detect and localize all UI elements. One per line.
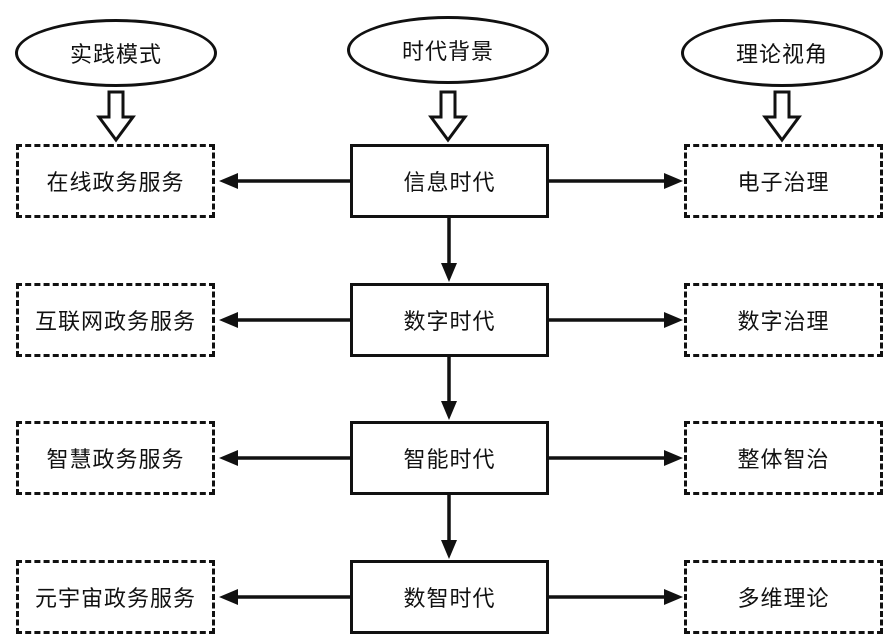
node-holistic-smart-governance: 整体智治 xyxy=(684,421,883,495)
node-smart-gov-services: 智慧政务服务 xyxy=(16,421,215,495)
node-label: 多维理论 xyxy=(737,586,830,611)
node-label: 元宇宙政务服务 xyxy=(34,586,196,611)
arrow-row3-right xyxy=(549,450,683,466)
block-arrow-practice xyxy=(96,90,136,143)
arrow-row3-left xyxy=(219,450,350,466)
arrow-row2-right xyxy=(549,312,683,328)
arrow-era1-to-era2 xyxy=(441,218,457,282)
node-label: 数字治理 xyxy=(737,309,830,334)
node-intelligent-era: 智能时代 xyxy=(350,421,549,495)
block-arrow-era xyxy=(428,90,468,143)
node-label: 电子治理 xyxy=(737,170,830,195)
node-digital-era: 数字时代 xyxy=(350,283,549,357)
node-label: 数字时代 xyxy=(403,309,496,334)
node-label: 整体智治 xyxy=(737,447,830,472)
node-online-gov-services: 在线政务服务 xyxy=(16,144,215,218)
node-label: 智慧政务服务 xyxy=(46,447,185,472)
node-label: 在线政务服务 xyxy=(46,170,185,195)
ellipse-era-background-label: 时代背景 xyxy=(401,39,494,64)
ellipse-theory-perspective-label: 理论视角 xyxy=(735,42,828,67)
node-internet-gov-services: 互联网政务服务 xyxy=(16,283,215,357)
node-label: 信息时代 xyxy=(403,170,496,195)
node-label: 数智时代 xyxy=(403,586,496,611)
arrow-era2-to-era3 xyxy=(441,357,457,420)
node-digital-intelligence-era: 数智时代 xyxy=(350,560,549,634)
arrow-row2-left xyxy=(219,312,350,328)
node-electronic-governance: 电子治理 xyxy=(684,144,883,218)
node-label: 智能时代 xyxy=(403,447,496,472)
ellipse-theory-perspective: 理论视角 xyxy=(681,19,883,87)
node-digital-governance: 数字治理 xyxy=(684,283,883,357)
node-information-era: 信息时代 xyxy=(350,144,549,218)
arrow-row4-left xyxy=(219,589,350,605)
node-metaverse-gov-services: 元宇宙政务服务 xyxy=(16,560,215,634)
arrow-row1-left xyxy=(219,173,350,189)
node-multidimensional-theory: 多维理论 xyxy=(684,560,883,634)
ellipse-practice-mode: 实践模式 xyxy=(15,19,217,87)
node-label: 互联网政务服务 xyxy=(34,309,196,334)
arrow-era3-to-era4 xyxy=(441,495,457,559)
arrow-row1-right xyxy=(549,173,683,189)
arrow-row4-right xyxy=(549,589,683,605)
ellipse-practice-mode-label: 实践模式 xyxy=(69,42,162,67)
ellipse-era-background: 时代背景 xyxy=(347,16,549,84)
block-arrow-theory xyxy=(762,90,802,143)
